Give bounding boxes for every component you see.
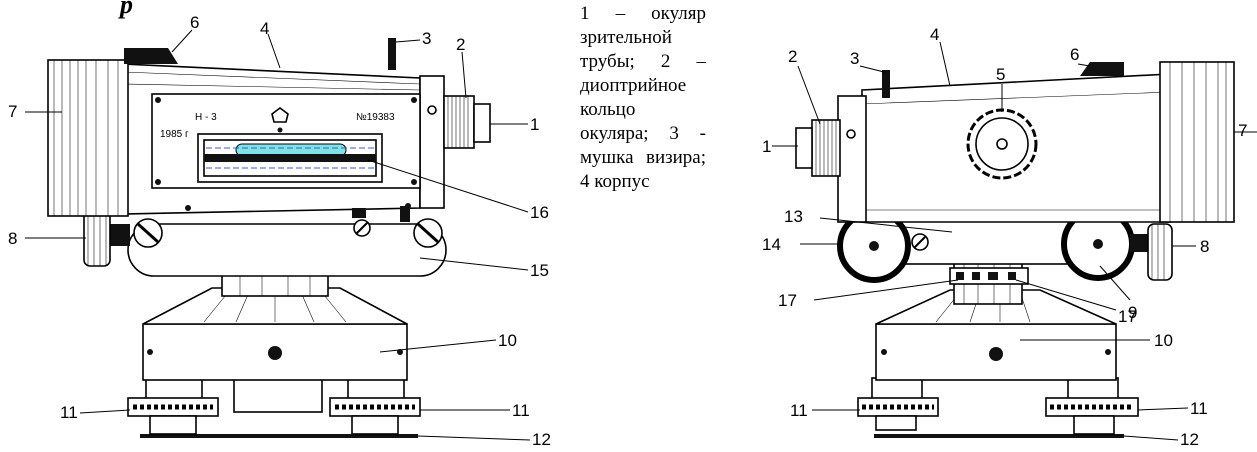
labels-left: 1 2 3 4 6 7 8 10 11 11 12 15 16 [8, 13, 551, 449]
objective [47, 59, 129, 217]
label-3: 3 [850, 49, 859, 68]
label-1: 1 [762, 137, 771, 156]
label-15: 15 [530, 261, 549, 280]
tribrach [142, 323, 408, 381]
base-plate [140, 434, 418, 438]
eyepiece [795, 127, 813, 169]
label-12: 12 [1180, 430, 1199, 449]
label-3: 3 [422, 29, 431, 48]
label-6: 6 [190, 13, 199, 32]
label-7: 7 [1238, 121, 1247, 140]
label-8: 8 [1200, 237, 1209, 256]
leader-lines-right [772, 41, 1257, 441]
label-16: 16 [530, 203, 549, 222]
foot-screw [857, 377, 939, 431]
label-7: 7 [8, 102, 17, 121]
level-right-view [795, 61, 1235, 438]
plate-serial: №19383 [356, 112, 395, 123]
plate-year: 1985 г [160, 129, 189, 140]
base-plate [874, 434, 1124, 438]
label-11a: 11 [790, 401, 808, 420]
label-1: 1 [530, 115, 539, 134]
label-14: 14 [762, 235, 781, 254]
label-2: 2 [788, 47, 797, 66]
label-17a: 17 [778, 291, 797, 310]
logo-icon [271, 107, 289, 123]
label-11a: 11 [60, 403, 78, 422]
label-2: 2 [456, 35, 465, 54]
labels-right: 1 2 3 4 5 6 7 8 9 10 11 11 12 13 14 17 1… [762, 25, 1247, 449]
label-11b: 11 [512, 401, 530, 420]
plate-model: Н - 3 [195, 112, 217, 123]
label-12: 12 [532, 430, 551, 449]
foot-screw [329, 377, 421, 435]
eyepiece [473, 103, 491, 143]
label-4: 4 [260, 19, 269, 38]
label-13: 13 [784, 207, 803, 226]
foot-screw [1045, 377, 1139, 435]
title-fragment: р [120, 0, 133, 19]
label-9: 9 [1128, 303, 1137, 322]
level-left-view: Н - 3 1985 г №19383 [47, 38, 491, 438]
horizontal-bar [127, 223, 447, 277]
elevating-screw [1147, 223, 1173, 281]
label-5: 5 [996, 65, 1005, 84]
foot-screw [127, 377, 219, 435]
leader-lines-left [25, 29, 531, 441]
label-4: 4 [930, 25, 939, 44]
label-10: 10 [498, 331, 517, 350]
diopter-ring [443, 95, 475, 149]
label-6: 6 [1070, 45, 1079, 64]
label-10: 10 [1154, 331, 1173, 350]
label-11b: 11 [1190, 399, 1208, 418]
label-17b: 17 [1118, 307, 1137, 326]
label-8: 8 [8, 229, 17, 248]
description-text: 1 – окуляр зрительной трубы; 2 – диоптри… [580, 3, 706, 192]
objective [1159, 61, 1235, 223]
